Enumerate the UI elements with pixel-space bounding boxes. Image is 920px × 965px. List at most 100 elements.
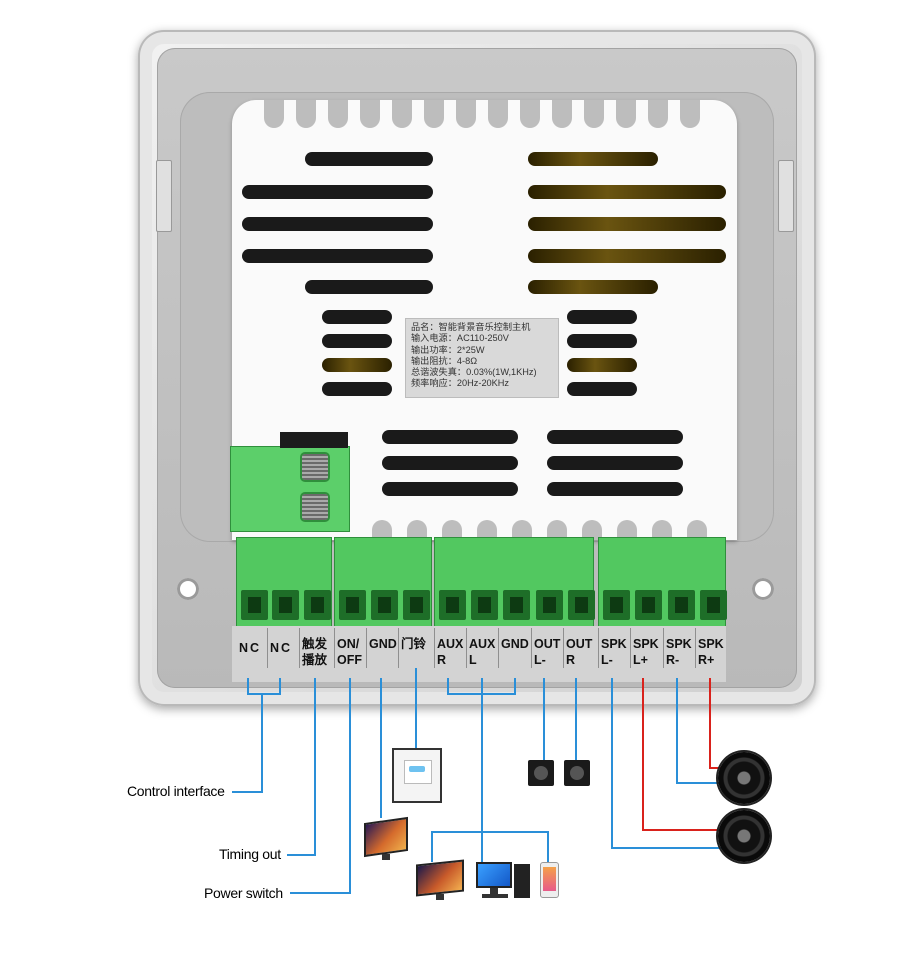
- spec-line: 输出阻抗：4-8Ω: [411, 355, 478, 366]
- label-divider: [334, 628, 335, 668]
- power-terminal-block: [230, 432, 350, 532]
- terminal-screw[interactable]: [503, 590, 530, 620]
- terminal-label-text: R-: [666, 653, 680, 667]
- terminal-label-text: R+: [698, 653, 715, 667]
- terminal-label-text: 触发: [302, 637, 328, 651]
- label-timing-out: Timing out: [219, 846, 281, 862]
- label-divider: [267, 628, 268, 668]
- doorbell-switch-icon: [392, 748, 442, 803]
- terminal-label-text: C: [281, 641, 291, 655]
- terminal-screw[interactable]: [471, 590, 498, 620]
- label-divider: [498, 628, 499, 668]
- terminal-screw[interactable]: [536, 590, 563, 620]
- terminal-screw[interactable]: [339, 590, 366, 620]
- wire-spk-l-minus: [611, 678, 722, 849]
- label-power-switch: Power switch: [204, 885, 283, 901]
- terminal-label: 门铃: [401, 636, 433, 680]
- label-divider: [299, 628, 300, 668]
- terminal-label: GND: [369, 636, 401, 680]
- ceiling-speaker-icon: [718, 752, 770, 804]
- terminal-label-text: L-: [534, 653, 546, 667]
- monitor-icon: [364, 816, 408, 860]
- terminal-label-text: SPK: [633, 637, 659, 651]
- wire-power-switch: [290, 678, 351, 894]
- wire-control-interface: [232, 694, 263, 793]
- side-clip-left: [156, 160, 172, 232]
- terminal-label-text: R: [437, 653, 447, 667]
- terminal-label-text: ON/: [337, 637, 360, 651]
- terminal-screw[interactable]: [568, 590, 595, 620]
- terminal-screw[interactable]: [302, 454, 328, 480]
- terminal-screw[interactable]: [668, 590, 695, 620]
- terminal-label-text: 播放: [302, 653, 328, 667]
- terminal-screw[interactable]: [403, 590, 430, 620]
- terminal-label: SPK L-: [601, 636, 633, 680]
- label-divider: [563, 628, 564, 668]
- terminal-label: ON/OFF: [337, 636, 369, 680]
- terminal-label-text: OUT: [566, 637, 593, 651]
- terminal-label-text: L+: [633, 653, 648, 667]
- spec-label: 品名：智能背景音乐控制主机 输入电源：AC110-250V 输出功率：2*25W…: [405, 318, 559, 398]
- terminal-label-text: N: [239, 641, 249, 655]
- terminal-label: OUT R: [566, 636, 598, 680]
- terminal-label-text: GND: [501, 637, 529, 651]
- terminal-label-text: OFF: [337, 653, 362, 667]
- spec-line: 品名：智能背景音乐控制主机: [411, 322, 531, 332]
- terminal-label-text: GND: [369, 637, 397, 651]
- terminal-label-text: SPK: [601, 637, 627, 651]
- terminal-label-text: AUX: [469, 637, 496, 651]
- terminal-label: SPK L+: [633, 636, 665, 680]
- spec-line: 输出功率：2*25W: [411, 344, 485, 355]
- terminal-label-text: N: [270, 641, 280, 655]
- terminal-label-text: OUT: [534, 637, 561, 651]
- label-divider: [466, 628, 467, 668]
- smartphone-icon: [540, 862, 559, 898]
- ceiling-speaker-icon: [718, 810, 770, 862]
- label-control-interface: Control interface: [127, 783, 225, 799]
- side-clip-right: [778, 160, 794, 232]
- terminal-label-text: C: [250, 641, 260, 655]
- terminal-label: OUT L-: [534, 636, 566, 680]
- terminal-label: GND: [501, 636, 533, 680]
- wire-spk-r-minus: [676, 678, 722, 784]
- terminal-label: SPK R+: [698, 636, 730, 680]
- label-divider: [695, 628, 696, 668]
- terminal-screw[interactable]: [302, 494, 328, 520]
- label-divider: [630, 628, 631, 668]
- terminal-label-text: L-: [601, 653, 613, 667]
- mounting-hole-left: [177, 578, 199, 600]
- mounting-hole-right: [752, 578, 774, 600]
- wire-spk-r-plus: [709, 678, 722, 769]
- bookshelf-speakers-icon: [528, 760, 594, 786]
- tv-icon: [416, 859, 464, 900]
- terminal-label-text: R: [566, 653, 576, 667]
- terminal-screw[interactable]: [371, 590, 398, 620]
- wire-timing-out: [287, 678, 316, 856]
- terminal-label-text: SPK: [698, 637, 724, 651]
- spec-line: 输入电源：AC110-250V: [411, 333, 509, 344]
- label-divider: [366, 628, 367, 668]
- terminal-screw[interactable]: [603, 590, 630, 620]
- terminal-label: 触发播放: [302, 636, 334, 680]
- wire-control-bracket: [247, 678, 281, 695]
- terminal-screw[interactable]: [241, 590, 268, 620]
- terminal-screw[interactable]: [439, 590, 466, 620]
- terminal-screw[interactable]: [635, 590, 662, 620]
- label-divider: [598, 628, 599, 668]
- wire-spk-l-plus: [642, 678, 722, 831]
- terminal-label-text: 门铃: [401, 637, 427, 651]
- terminal-label-text: L: [469, 653, 477, 667]
- label-divider: [398, 628, 399, 668]
- terminal-label: AUX L: [469, 636, 501, 680]
- terminal-screw[interactable]: [272, 590, 299, 620]
- terminal-screw[interactable]: [700, 590, 727, 620]
- label-divider: [434, 628, 435, 668]
- label-divider: [663, 628, 664, 668]
- label-divider: [531, 628, 532, 668]
- terminal-screw[interactable]: [304, 590, 331, 620]
